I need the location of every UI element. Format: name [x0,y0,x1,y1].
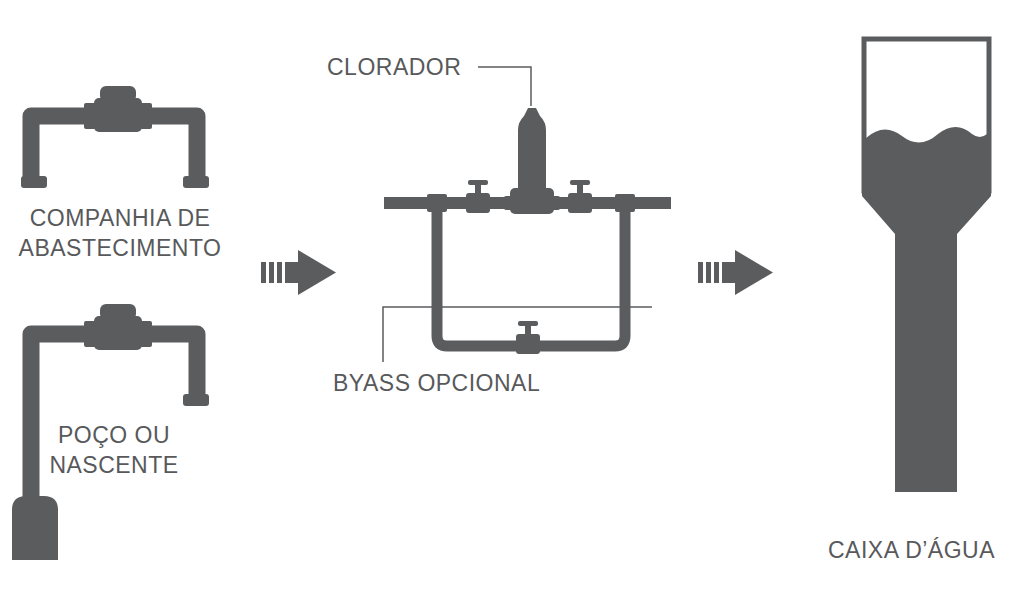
water-meter [21,86,209,188]
source-label: POÇO OU NASCENTE [14,420,214,480]
flow-arrow [698,250,773,295]
flow-arrow [261,250,336,295]
leader-line [478,67,531,106]
water-tank [862,39,991,492]
well-pump [12,496,58,560]
part-label: BYASS OPCIONAL [333,368,593,398]
tank-label: CAIXA D’ÁGUA [828,535,1020,565]
part-label: CLORADOR [327,52,477,82]
leader-line [383,307,652,362]
source-label: COMPANHIA DE ABASTECIMENTO [4,203,236,263]
chlorinator-assembly [384,108,671,354]
